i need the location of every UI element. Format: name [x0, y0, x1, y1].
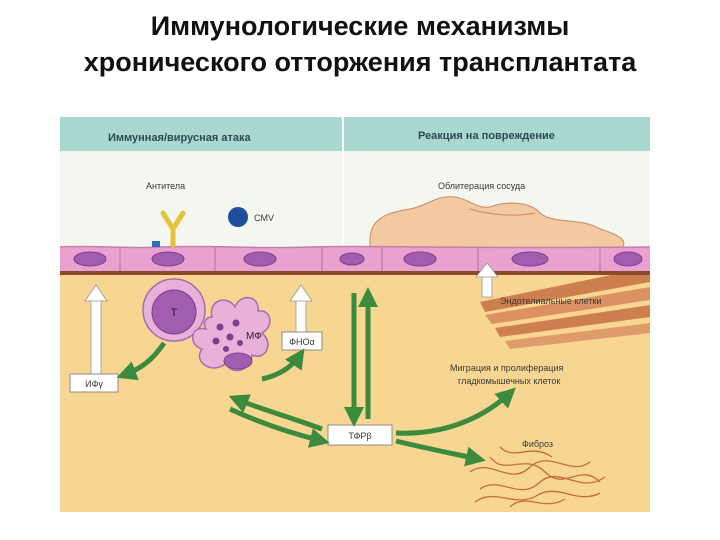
cmv-virus-icon — [228, 207, 248, 227]
t-cell: Т — [142, 278, 206, 342]
header-band — [60, 117, 650, 151]
antibody-icon — [152, 210, 186, 248]
cmv-label: CMV — [254, 213, 274, 223]
slide-title: Иммунологические механизмы хронического … — [0, 8, 720, 80]
arrow-mf-to-tnf — [261, 348, 305, 382]
header-immune-attack: Иммунная/вирусная атака — [108, 132, 251, 144]
t-cell-label: Т — [171, 307, 178, 319]
arrow-tgf-to-migration — [395, 387, 516, 436]
title-line-1: Иммунологические механизмы — [150, 11, 570, 41]
arrow-mf-to-tgf — [228, 406, 330, 448]
macrophage-cell: МФ — [192, 297, 271, 372]
diagram-figure: Иммунная/вирусная атака Реакция на повре… — [60, 117, 650, 512]
arrow-tgf-to-mf — [228, 394, 323, 432]
diagram-svg: Иммунная/вирусная атака Реакция на повре… — [60, 117, 650, 512]
antibody-label: Антитела — [146, 181, 185, 191]
migration-label-line2: гладкомышечных клеток — [458, 376, 560, 386]
migration-label-line1: Миграция и пролиферация — [450, 363, 563, 373]
ifn-label: ИФγ — [85, 379, 103, 389]
header-injury-response: Реакция на повреждение — [418, 130, 555, 142]
obliteration-mass — [369, 196, 625, 250]
fibrosis-label: Фиброз — [522, 439, 553, 449]
tnf-label: ФНОα — [289, 337, 315, 347]
arrow-tcell-to-ifn — [116, 341, 167, 381]
tnf-up-arrow — [289, 284, 313, 334]
ifn-box — [69, 373, 119, 393]
endothelial-injury-arrow — [475, 262, 499, 298]
signaling-arrows — [116, 287, 516, 467]
obliteration-label: Облитерация сосуда — [438, 181, 525, 191]
smooth-muscle-cells — [480, 267, 650, 349]
basement-membrane — [60, 271, 650, 275]
fibrosis-fibers — [469, 446, 606, 508]
arrow-tgf-to-fibrosis — [395, 438, 486, 467]
tgf-label: ТФРβ — [348, 431, 371, 441]
endothelial-layer — [60, 245, 650, 271]
endothelial-cells-label: Эндотелиальные клетки — [500, 296, 601, 306]
title-line-2: хронического отторжения трансплантата — [83, 47, 637, 77]
macrophage-label: МФ — [246, 331, 262, 342]
